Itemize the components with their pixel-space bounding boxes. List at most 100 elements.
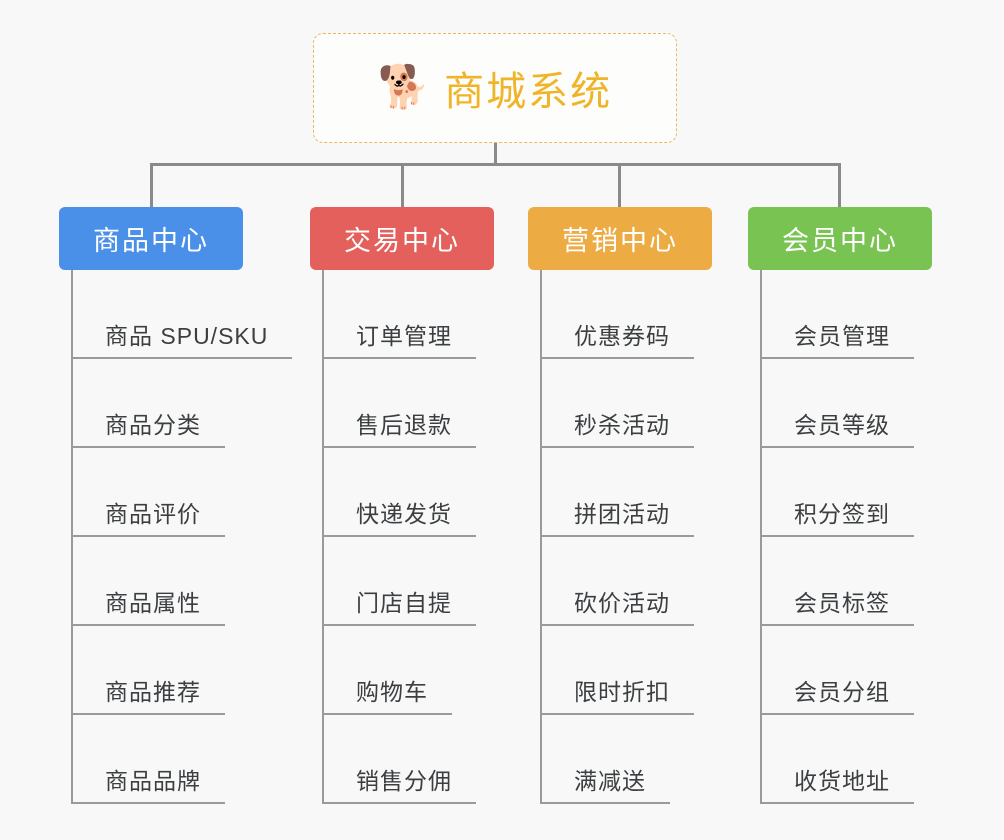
- leaf-item[interactable]: 购物车: [322, 626, 494, 715]
- leaf-item-label: 积分签到: [794, 501, 890, 527]
- leaf-item[interactable]: 门店自提: [322, 537, 494, 626]
- leaf-item[interactable]: 会员标签: [760, 537, 932, 626]
- leaf-item-label: 快递发货: [356, 501, 452, 527]
- leaf-item-label: 会员等级: [794, 412, 890, 438]
- leaf-item[interactable]: 会员分组: [760, 626, 932, 715]
- leaf-item[interactable]: 商品品牌: [71, 715, 292, 804]
- leaf-item[interactable]: 商品分类: [71, 359, 292, 448]
- leaf-item-underline: 门店自提: [322, 584, 476, 626]
- category-header-trade[interactable]: 交易中心: [310, 207, 494, 270]
- leaf-item-underline: 售后退款: [322, 406, 476, 448]
- leaf-item[interactable]: 秒杀活动: [540, 359, 712, 448]
- leaf-item-label: 拼团活动: [574, 501, 670, 527]
- leaf-item[interactable]: 会员管理: [760, 270, 932, 359]
- leaf-list-member: 会员管理会员等级积分签到会员标签会员分组收货地址: [760, 270, 932, 804]
- leaf-item[interactable]: 快递发货: [322, 448, 494, 537]
- leaf-item-underline: 收货地址: [760, 762, 914, 804]
- root-trunk-connector: [494, 143, 497, 165]
- leaf-item[interactable]: 商品推荐: [71, 626, 292, 715]
- category-header-member[interactable]: 会员中心: [748, 207, 932, 270]
- leaf-item-label: 限时折扣: [574, 679, 670, 705]
- leaf-item-underline: 商品分类: [71, 406, 225, 448]
- leaf-item[interactable]: 满减送: [540, 715, 712, 804]
- leaf-item-underline: 拼团活动: [540, 495, 694, 537]
- leaf-item-label: 会员管理: [794, 323, 890, 349]
- shiba-dog-icon: 🐕: [377, 63, 431, 110]
- leaf-item-underline: 销售分佣: [322, 762, 476, 804]
- leaf-item-label: 秒杀活动: [574, 412, 670, 438]
- leaf-item-underline: 限时折扣: [540, 673, 694, 715]
- leaf-item-underline: 砍价活动: [540, 584, 694, 626]
- category-column-marketing: 营销中心优惠券码秒杀活动拼团活动砍价活动限时折扣满减送: [528, 207, 712, 804]
- leaf-item-label: 会员分组: [794, 679, 890, 705]
- leaf-item-label: 商品推荐: [105, 679, 201, 705]
- category-header-label: 会员中心: [782, 226, 898, 256]
- leaf-item-label: 订单管理: [356, 323, 452, 349]
- leaf-item-underline: 快递发货: [322, 495, 476, 537]
- drop-connector-3: [618, 163, 621, 209]
- leaf-item[interactable]: 限时折扣: [540, 626, 712, 715]
- leaf-item-underline: 订单管理: [322, 317, 476, 359]
- leaf-item-label: 门店自提: [356, 590, 452, 616]
- leaf-item[interactable]: 商品属性: [71, 537, 292, 626]
- leaf-item-underline: 秒杀活动: [540, 406, 694, 448]
- leaf-item-label: 满减送: [574, 768, 646, 794]
- leaf-item-label: 销售分佣: [356, 768, 452, 794]
- leaf-item[interactable]: 售后退款: [322, 359, 494, 448]
- leaf-item-underline: 商品品牌: [71, 762, 225, 804]
- leaf-item-underline: 商品推荐: [71, 673, 225, 715]
- leaf-spine: [71, 270, 73, 804]
- leaf-item-label: 会员标签: [794, 590, 890, 616]
- category-column-product: 商品中心商品 SPU/SKU 商品分类商品评价商品属性商品推荐商品品牌: [59, 207, 293, 804]
- leaf-item-label: 砍价活动: [574, 590, 670, 616]
- leaf-item[interactable]: 优惠券码: [540, 270, 712, 359]
- leaf-item-underline: 满减送: [540, 762, 670, 804]
- leaf-item-label: 购物车: [356, 679, 428, 705]
- leaf-list-marketing: 优惠券码秒杀活动拼团活动砍价活动限时折扣满减送: [540, 270, 712, 804]
- category-header-label: 交易中心: [344, 226, 460, 256]
- leaf-item-underline: 会员管理: [760, 317, 914, 359]
- leaf-item-label: 优惠券码: [574, 323, 670, 349]
- leaf-item[interactable]: 销售分佣: [322, 715, 494, 804]
- root-title: 商城系统: [444, 70, 613, 114]
- leaf-item-label: 商品评价: [105, 501, 201, 527]
- leaf-spine: [540, 270, 542, 804]
- leaf-item-underline: 会员分组: [760, 673, 914, 715]
- leaf-item-label: 商品 SPU/SKU: [105, 323, 269, 349]
- leaf-item[interactable]: 订单管理: [322, 270, 494, 359]
- leaf-spine: [322, 270, 324, 804]
- leaf-item[interactable]: 砍价活动: [540, 537, 712, 626]
- horizontal-bus-connector: [150, 163, 840, 166]
- leaf-item-label: 售后退款: [356, 412, 452, 438]
- category-header-product[interactable]: 商品中心: [59, 207, 243, 270]
- leaf-item-underline: 商品评价: [71, 495, 225, 537]
- leaf-item-label: 商品品牌: [105, 768, 201, 794]
- leaf-item[interactable]: 积分签到: [760, 448, 932, 537]
- leaf-item-underline: 会员标签: [760, 584, 914, 626]
- leaf-item[interactable]: 商品 SPU/SKU: [71, 270, 293, 359]
- leaf-item-underline: 商品属性: [71, 584, 225, 626]
- leaf-item[interactable]: 商品评价: [71, 448, 292, 537]
- drop-connector-2: [401, 163, 404, 209]
- leaf-item-underline: 积分签到: [760, 495, 914, 537]
- category-column-member: 会员中心会员管理会员等级积分签到会员标签会员分组收货地址: [748, 207, 932, 804]
- category-header-label: 商品中心: [93, 226, 209, 256]
- category-header-label: 营销中心: [562, 226, 678, 256]
- root-node[interactable]: 🐕 商城系统: [313, 33, 677, 143]
- leaf-item[interactable]: 拼团活动: [540, 448, 712, 537]
- leaf-item[interactable]: 会员等级: [760, 359, 932, 448]
- leaf-item-label: 商品分类: [105, 412, 201, 438]
- drop-connector-1: [150, 163, 153, 209]
- leaf-list-trade: 订单管理售后退款快递发货门店自提购物车销售分佣: [322, 270, 494, 804]
- category-header-marketing[interactable]: 营销中心: [528, 207, 712, 270]
- leaf-item-label: 商品属性: [105, 590, 201, 616]
- leaf-spine: [760, 270, 762, 804]
- leaf-item-underline: 优惠券码: [540, 317, 694, 359]
- leaf-item[interactable]: 收货地址: [760, 715, 932, 804]
- drop-connector-4: [838, 163, 841, 209]
- leaf-item-underline: 商品 SPU/SKU: [71, 317, 293, 359]
- leaf-item-label: 收货地址: [794, 768, 890, 794]
- leaf-item-underline: 购物车: [322, 673, 452, 715]
- leaf-list-product: 商品 SPU/SKU 商品分类商品评价商品属性商品推荐商品品牌: [71, 270, 293, 804]
